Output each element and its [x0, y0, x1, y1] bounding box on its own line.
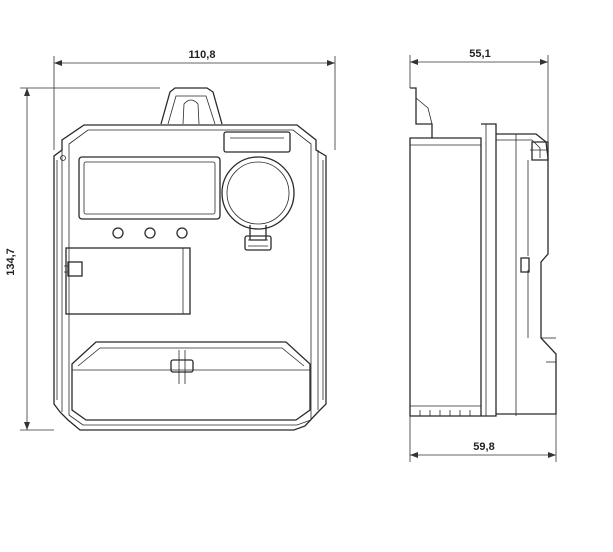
indicator-led-3	[176, 227, 188, 239]
front-height-label: 134,7	[5, 248, 17, 276]
meter-body-outline	[53, 124, 327, 431]
optical-port	[221, 131, 295, 251]
front-width-label: 110,8	[189, 49, 216, 61]
dimension-side-depth-top: 55,1	[409, 48, 549, 142]
front-view	[53, 87, 327, 431]
side-seal-screw	[520, 257, 530, 273]
dimension-front-width: 110,8	[53, 48, 336, 150]
terminal-cover	[64, 247, 191, 315]
dimension-side-depth-bottom: 59,8	[409, 414, 557, 462]
dimension-front-height: 134,7	[5, 87, 160, 431]
display-window	[78, 156, 221, 220]
side-depth-bottom-label: 59,8	[473, 441, 494, 453]
indicator-led-1	[112, 227, 124, 239]
hanging-hook	[160, 87, 223, 125]
screw-icon	[60, 155, 66, 161]
side-view	[409, 87, 557, 417]
indicator-led-2	[144, 227, 156, 239]
seal-clip	[170, 359, 194, 373]
seal-screw	[67, 261, 83, 277]
side-depth-top-label: 55,1	[469, 48, 490, 60]
lower-cover	[71, 341, 311, 421]
